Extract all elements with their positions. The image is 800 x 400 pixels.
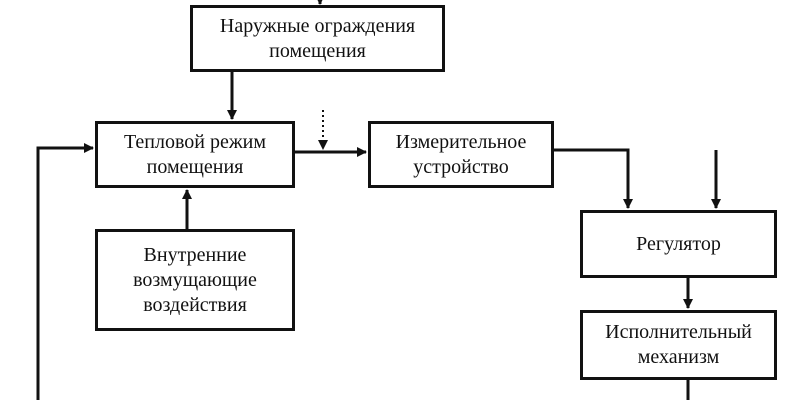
block-measuring-device: Измерительное устройство — [368, 121, 554, 188]
block-regulator-label: Регулятор — [636, 232, 721, 255]
block-measuring-device-label: Измерительное устройство — [395, 130, 527, 178]
block-thermal-mode: Тепловой режим помещения — [95, 121, 295, 188]
block-outer-enclosures-label: Наружные ограждения помещения — [219, 14, 416, 62]
block-regulator: Регулятор — [580, 210, 777, 278]
block-outer-enclosures: Наружные ограждения помещения — [190, 5, 445, 72]
block-actuator-label: Исполнительный механизм — [605, 321, 752, 368]
block-actuator: Исполнительный механизм — [580, 310, 777, 380]
block-internal-disturbances: Внутренние возмущающие воздействия — [95, 229, 295, 331]
arrow-feedback-to-thermal — [36, 143, 94, 400]
block-internal-disturbances-label: Внутренние возмущающие воздействия — [133, 243, 257, 316]
block-thermal-mode-label: Тепловой режим помещения — [123, 130, 267, 178]
arrow-measure-to-regulator — [554, 148, 633, 209]
